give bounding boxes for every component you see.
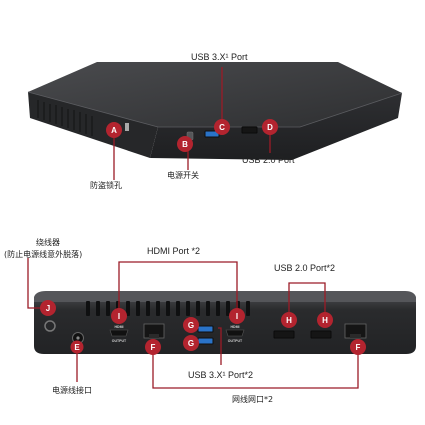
rear-lan-left <box>143 323 165 339</box>
leader-cable-tie <box>27 258 43 309</box>
svg-text:F: F <box>151 343 156 352</box>
leader-lan <box>152 354 359 389</box>
top-side-vent <box>37 100 93 136</box>
rear-usb3-top <box>197 325 214 333</box>
label-usb3-port-rear: USB 3.X¹ Port*2 <box>188 370 253 380</box>
leader-usb2-rear <box>288 282 326 313</box>
svg-text:I: I <box>118 312 120 321</box>
svg-text:G: G <box>188 339 194 348</box>
rear-usb3-bottom <box>197 337 214 345</box>
label-usb2-port-rear: USB 2.0 Port*2 <box>274 263 335 273</box>
label-hdmi-port: HDMI Port *2 <box>147 246 200 256</box>
marker-h-left: H <box>281 312 297 328</box>
svg-text:F: F <box>356 343 361 352</box>
svg-text:OUTPUT: OUTPUT <box>112 339 127 343</box>
leader-hdmi <box>118 261 238 309</box>
svg-text:H: H <box>286 316 292 325</box>
label-cable-tie-note: (防止电源线意外脱落) <box>4 249 82 259</box>
svg-text:I: I <box>236 312 238 321</box>
marker-i-right: I <box>229 308 245 324</box>
rear-device-lid <box>34 291 416 302</box>
label-power-switch: 电源开关 <box>167 170 199 180</box>
svg-text:J: J <box>46 304 50 313</box>
marker-e: E <box>70 340 84 354</box>
marker-h-right: H <box>317 312 333 328</box>
marker-d: D <box>262 119 278 135</box>
marker-c: C <box>214 119 230 135</box>
marker-f-right: F <box>350 339 366 355</box>
svg-text:OUTPUT: OUTPUT <box>228 339 243 343</box>
svg-text:HDMI: HDMI <box>115 325 124 329</box>
label-cable-tie: 绕线器 <box>36 237 60 247</box>
rear-leaders <box>27 258 359 389</box>
label-usb2-port-top: USB 2.0 Port <box>242 155 295 165</box>
svg-text:H: H <box>322 316 328 325</box>
marker-b: B <box>177 136 193 152</box>
security-lock-slot <box>125 123 129 131</box>
top-device-side <box>28 92 158 158</box>
rear-lan-right <box>344 323 367 339</box>
leader-usb3-rear <box>218 327 222 365</box>
cable-tie-hook <box>44 320 56 332</box>
top-device-illustration <box>27 62 403 160</box>
marker-a: A <box>106 122 122 138</box>
rear-usb2-right <box>310 330 332 339</box>
label-usb3-port-top: USB 3.X¹ Port <box>191 52 248 62</box>
label-lan-port: 网线网口*2 <box>232 394 273 404</box>
rear-hdmi-right: HDMI OUTPUT <box>225 325 245 343</box>
rear-usb2-left <box>273 330 295 339</box>
marker-f-left: F <box>145 339 161 355</box>
label-security-lock: 防盗锁孔 <box>90 180 122 190</box>
marker-g-bottom: G <box>183 335 199 351</box>
top-device-lid <box>28 62 402 127</box>
marker-j: J <box>40 300 56 316</box>
marker-g-top: G <box>183 317 199 333</box>
svg-text:A: A <box>111 126 117 135</box>
svg-text:E: E <box>74 343 80 352</box>
svg-text:D: D <box>267 123 273 132</box>
top-usb2-port <box>241 126 258 134</box>
svg-text:B: B <box>182 140 188 149</box>
rear-hdmi-left: HDMI OUTPUT <box>109 325 129 343</box>
svg-text:C: C <box>219 123 225 132</box>
label-power-port: 电源线接口 <box>52 385 92 395</box>
svg-text:G: G <box>188 321 194 330</box>
marker-i-left: I <box>111 308 127 324</box>
svg-text:HDMI: HDMI <box>231 325 240 329</box>
top-device-front <box>150 93 402 160</box>
